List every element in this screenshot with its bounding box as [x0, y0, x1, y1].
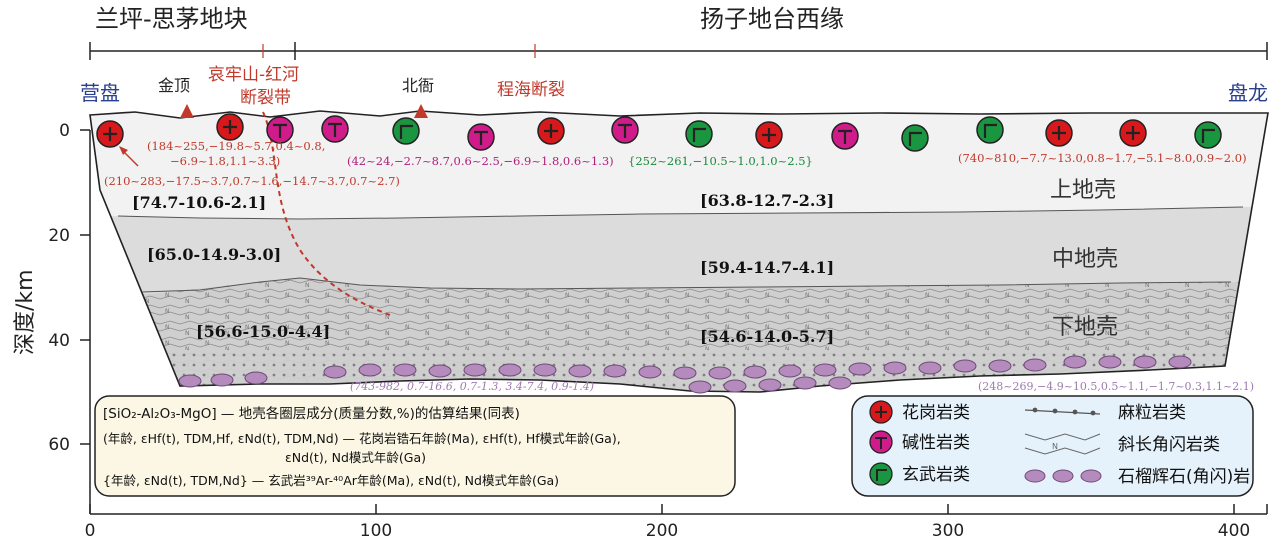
- alkaline-icon: [611, 116, 639, 144]
- layer-lower-crust: 下地壳: [1052, 315, 1118, 340]
- x-tick-100: 100: [360, 521, 392, 541]
- annotation-basalt: {252~261,−10.5~1.0,1.0~2.5}: [628, 154, 813, 168]
- fault-ticks: [262, 44, 536, 58]
- y-tick-40: 40: [48, 331, 70, 351]
- granite-icon: [1045, 119, 1073, 147]
- basalt-icon: [392, 117, 420, 145]
- basalt-icon: [685, 120, 713, 148]
- alkaline-icon: [266, 116, 294, 144]
- alkaline-symbols: [266, 115, 859, 151]
- notes-line-3: εNd(t), Nd模式年龄(Ga): [285, 450, 426, 465]
- layer-middle-crust: 中地壳: [1052, 247, 1118, 272]
- top-bracket: [89, 42, 1268, 60]
- alkaline-icon: [467, 123, 495, 151]
- x-tick-400: 400: [1218, 521, 1250, 541]
- comp-lower-left: [56.6-15.0-4.4]: [196, 322, 330, 341]
- jinding-marker: [180, 104, 194, 118]
- y-tick-0: 0: [59, 121, 70, 141]
- place-beiya: 北衙: [402, 76, 434, 95]
- basalt-icon: [901, 124, 929, 152]
- annotation-garnet-east: (248~269,−4.9~10.5,0.5~1.1,−1.7~0.3,1.1~…: [978, 380, 1254, 393]
- x-tick-300: 300: [932, 521, 964, 541]
- middle-lower-boundary: [141, 277, 1232, 293]
- y-axis-label: 深度/km: [13, 269, 38, 355]
- granite-pointer-head: [119, 146, 128, 155]
- annotation-granite-2: (210~283,−17.5~3.7,0.7~1.6,−14.7~3.7,0.7…: [104, 174, 400, 188]
- comp-middle-right: [59.4-14.7-4.1]: [700, 258, 834, 277]
- svg-text:N: N: [1052, 442, 1058, 451]
- granite-icon: [96, 120, 124, 148]
- legend-granulite-label: 麻粒岩类: [1118, 403, 1186, 423]
- notes-line-1: [SiO₂-Al₂O₃-MgO] — 地壳各圈层成分(质量分数,%)的估算结果(…: [103, 406, 520, 422]
- legend-amphibolite-icon: N: [1024, 433, 1101, 455]
- legend-granite-icon: [869, 400, 893, 424]
- legend-basalt-label: 玄武岩类: [902, 465, 970, 485]
- annotation-granite-east: (740~810,−7.7~13.0,0.8~1.7,−5.1~8.0,0.9~…: [958, 151, 1247, 165]
- fault-ailaoshan-line1: 哀牢山-红河: [208, 65, 299, 85]
- legend-basalt-icon: [869, 462, 893, 486]
- granite-icon: [537, 117, 565, 145]
- legend-granite-label: 花岗岩类: [902, 403, 970, 423]
- legend-alkaline-icon: [869, 430, 893, 454]
- legend-granulite-icon: [1024, 407, 1101, 416]
- granite-symbols: [96, 113, 1147, 149]
- granite-icon: [216, 113, 244, 141]
- legend-amphibolite-label: 斜长角闪岩类: [1118, 435, 1220, 455]
- alkaline-icon: [831, 122, 859, 150]
- legend-garnet-label: 石榴辉石(角闪)岩: [1118, 467, 1250, 487]
- ailaoshan-fault-trace: [262, 111, 391, 316]
- y-tick-60: 60: [48, 435, 70, 455]
- legend-garnet-icon: [1024, 469, 1102, 483]
- basalt-icon: [976, 116, 1004, 144]
- comp-lower-right: [54.6-14.0-5.7]: [700, 327, 834, 346]
- x-axis: [89, 504, 1268, 515]
- x-tick-200: 200: [646, 521, 678, 541]
- notes-line-4: {年龄, εNd(t), TDM,Nd} — 玄武岩³⁹Ar-⁴⁰Ar年龄(Ma…: [103, 473, 559, 488]
- comp-upper-right: [63.8-12.7-2.3]: [700, 191, 834, 210]
- crust-outline: [89, 110, 1269, 393]
- basalt-icon: [1194, 121, 1222, 149]
- layer-upper-crust: 上地壳: [1050, 178, 1116, 203]
- y-axis: [80, 129, 91, 514]
- legend-alkaline-label: 碱性岩类: [902, 433, 970, 453]
- granite-icon: [1119, 119, 1147, 147]
- granite-icon: [755, 121, 783, 149]
- place-panlong: 盘龙: [1228, 81, 1268, 105]
- notes-line-2: (年龄, εHf(t), TDM,Hf, εNd(t), TDM,Nd) — 花…: [103, 431, 621, 446]
- annotation-granite-1b: −6.9~1.8,1.1~3.3): [170, 154, 280, 168]
- upper-middle-boundary: [117, 206, 1244, 220]
- garnet-symbols: [178, 355, 1192, 394]
- legend-box: 花岗岩类 碱性岩类 玄武岩类 麻粒岩类 N 斜长角闪岩类 石榴辉石(角闪)岩: [851, 395, 1254, 497]
- annotation-garnet-west: (743-982, 0.7-16.6, 0.7-1.3, 3.4-7.4, 0.…: [350, 380, 594, 393]
- beiya-marker: [414, 104, 428, 118]
- comp-upper-left: [74.7-10.6-2.1]: [132, 193, 266, 212]
- notes-box: [SiO₂-Al₂O₃-MgO] — 地壳各圈层成分(质量分数,%)的估算结果(…: [94, 395, 736, 497]
- header-right-block: 扬子地台西缘: [700, 5, 844, 33]
- comp-middle-left: [65.0-14.9-3.0]: [147, 245, 281, 264]
- annotation-alkaline: (42~24,−2.7~8.7,0.6~2.5,−6.9~1.8,0.6~1.3…: [347, 154, 614, 168]
- header-left-block: 兰坪-思茅地块: [95, 5, 248, 33]
- annotation-granite-1a: (184~255,−19.8~5.7,0.4~0.8,: [147, 139, 325, 153]
- basalt-symbols: [392, 116, 1222, 152]
- x-tick-0: 0: [85, 521, 96, 541]
- fault-chenghai: 程海断裂: [497, 80, 565, 100]
- place-jinding: 金顶: [158, 76, 190, 95]
- place-yingpan: 营盘: [80, 81, 120, 105]
- alkaline-icon: [321, 115, 349, 143]
- fault-ailaoshan-line2: 断裂带: [240, 88, 291, 108]
- y-tick-20: 20: [48, 226, 70, 246]
